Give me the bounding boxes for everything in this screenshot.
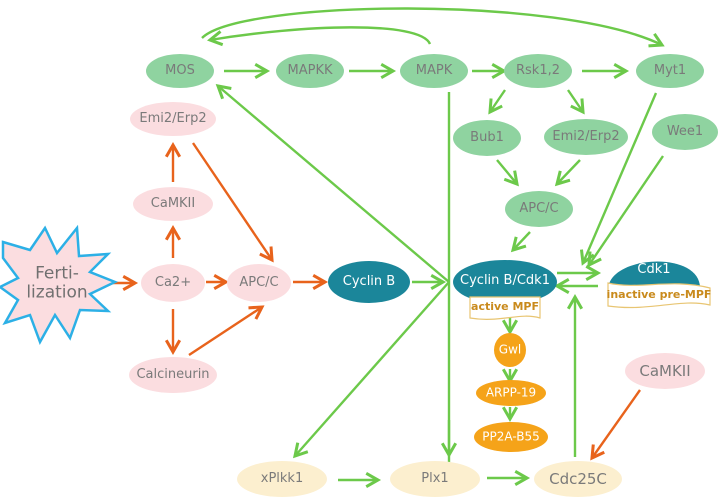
node-cyclinb-cdk1 [453,260,557,304]
node-cdk1 [608,261,700,290]
label-apcc-right: APC/C [519,200,559,216]
node-bub1 [453,120,521,156]
label-mapkk: MAPKK [287,62,333,78]
label-pp2a: PP2A-B55 [482,429,540,444]
green-edges [201,7,665,489]
edge-emi2-apcc [554,159,581,187]
node-apcc-right [505,191,573,227]
edge-rsk-bub1 [488,89,506,115]
label-apcc-left: APC/C [239,274,279,290]
edge-rsk-emi2 [567,89,585,115]
label-mapk: MAPK [415,62,453,78]
label-fertilization: Ferti- lization [26,263,88,302]
node-emi2-right [544,119,628,155]
teal-nodes [328,260,700,304]
cloud-apcc-left [227,264,291,302]
cloud-camkii-left [133,187,213,221]
label-camkii-right: CaMKII [639,361,691,380]
label-emi2-left: Emi2/Erp2 [139,110,207,126]
label-gwl: Gwl [498,342,522,357]
edge-emi2-apcc [192,142,274,263]
label-cdk1: Cdk1 [637,261,671,277]
label-camkii-left: CaMKII [150,195,196,211]
label-calcineurin: Calcineurin [136,366,210,382]
orange-nodes [474,333,548,452]
edge-mos-myt1 [201,7,665,48]
edge-calcineurin-apcc [188,305,265,357]
edge-wee1-cyclinbcdk1 [587,155,664,268]
label-inactive-mpf: inactive pre-MPF [606,287,712,301]
node-rsk [504,54,572,88]
node-arpp19 [476,380,546,406]
label-cdc25c: Cdc25C [549,469,607,488]
node-myt1 [636,54,704,88]
cloud-calcineurin [129,357,217,393]
node-mapk [400,54,468,88]
node-mos [146,54,214,88]
edge-cyclinbcdk1-mos [215,84,450,283]
label-bub1: Bub1 [470,129,504,145]
label-cyclinb: Cyclin B [342,273,396,289]
label-ca2: Ca2+ [154,274,192,290]
cloud-ca2 [141,264,205,302]
edge-camkii-cdc25c [590,389,641,461]
label-plx1: Plx1 [421,470,449,486]
node-wee1 [652,114,718,150]
pink-clouds [129,102,705,393]
active-mpf-banner [469,296,541,320]
cloud-camkii-right [625,353,705,389]
node-cdc25c [534,461,622,497]
edge-mapk-mos [206,26,432,47]
node-xplkk1 [237,461,327,497]
node-mapkk [276,54,344,88]
edge-myt1-cyclinbcdk1 [579,92,658,266]
label-rsk: Rsk1,2 [515,62,561,78]
label-active-mpf: active MPF [471,299,539,313]
cream-nodes [237,461,622,497]
edge-apcc-cyclinbcdk1 [510,231,531,253]
label-xplkk1: xPlkk1 [260,470,304,486]
label-wee1: Wee1 [666,123,704,139]
node-pp2a [474,422,548,452]
label-cyclinb-cdk1: Cyclin B/Cdk1 [460,272,550,288]
node-plx1 [390,461,480,497]
label-emi2-right: Emi2/Erp2 [552,128,620,144]
node-gwl [494,333,526,367]
node-cyclinb [328,261,410,303]
label-mos: MOS [165,62,195,78]
cloud-emi2-left [130,102,216,136]
green-nodes [146,54,718,227]
edge-cyclinbcdk1-xplkk1 [292,281,450,459]
inactive-mpf-banner [607,282,711,309]
label-myt1: Myt1 [653,62,687,78]
edge-bub1-apcc [496,159,519,187]
label-arpp19: ARPP-19 [485,385,537,400]
fertilization-star [0,224,119,345]
